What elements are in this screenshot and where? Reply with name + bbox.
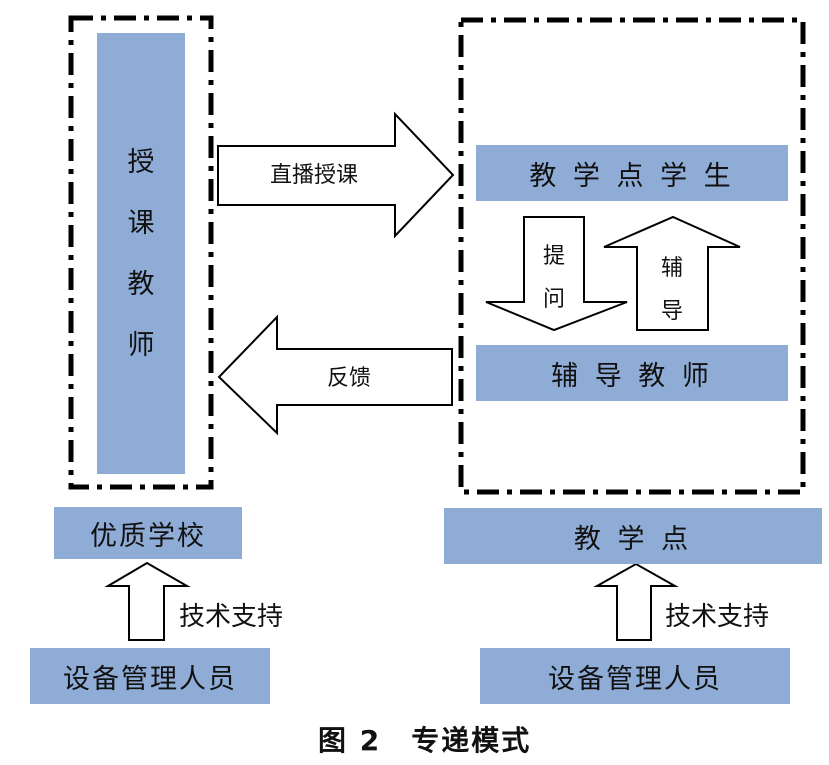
broadcast-arrow xyxy=(217,111,455,239)
teaching-site-box: 教 学 点 xyxy=(444,508,822,564)
ask-char: 问 xyxy=(543,287,566,312)
guide-arrow xyxy=(603,215,741,331)
left-frame xyxy=(68,15,214,490)
feedback-arrow xyxy=(217,314,453,436)
teacher-char: 课 xyxy=(127,207,155,239)
guide-char: 导 xyxy=(661,299,684,324)
teacher-char: 教 xyxy=(127,268,155,300)
feedback-label: 反馈 xyxy=(327,366,372,391)
students-box: 教 学 点 学 生 xyxy=(476,145,788,201)
left-support-label: 技术支持 xyxy=(179,602,284,632)
right-support-arrow xyxy=(593,562,679,641)
broadcast-label: 直播授课 xyxy=(270,163,359,188)
right-frame xyxy=(458,17,806,495)
teacher-box: 授 课 教 师 xyxy=(97,33,185,474)
left-staff-box: 设备管理人员 xyxy=(30,648,270,704)
tutor-box: 辅 导 教 师 xyxy=(476,345,788,401)
right-staff-box: 设备管理人员 xyxy=(480,648,790,704)
ask-char: 提 xyxy=(543,244,566,269)
teacher-char: 授 xyxy=(127,146,155,178)
teacher-char: 师 xyxy=(127,329,155,361)
right-support-label: 技术支持 xyxy=(665,602,770,632)
figure-caption: 图 2 专递模式 xyxy=(318,724,532,757)
quality-school-box: 优质学校 xyxy=(54,507,242,559)
guide-char: 辅 xyxy=(661,256,684,281)
ask-arrow xyxy=(485,216,628,332)
left-support-arrow xyxy=(104,561,191,641)
